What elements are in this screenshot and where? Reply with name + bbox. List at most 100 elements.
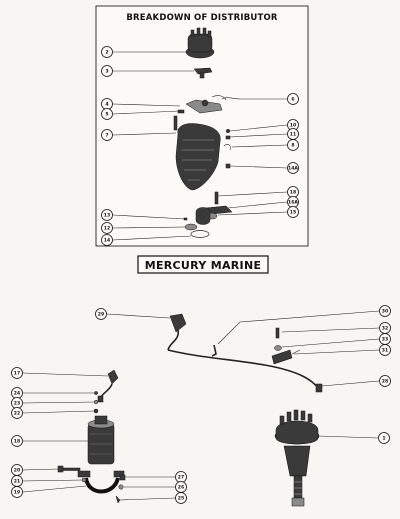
callout-circle (11, 435, 23, 447)
callout-label: 31 (382, 348, 388, 354)
callout-label: 17 (14, 371, 20, 377)
callout-label: 10 (290, 123, 296, 129)
callout-circle (379, 344, 391, 356)
tach-lead-part (211, 344, 217, 357)
callout-c18b: 18 (11, 435, 23, 447)
callout-circle (287, 162, 299, 174)
diagram-title: BREAKDOWN OF DISTRIBUTOR (126, 13, 278, 23)
primary-lead-part (97, 369, 119, 403)
callout-label: 22 (14, 411, 20, 417)
callout-c7: 7 (101, 129, 113, 141)
callout-c8: 8 (287, 139, 299, 151)
callout-c29: 29 (95, 308, 107, 320)
drive-shaft-part (183, 191, 233, 238)
callout-c13: 13 (101, 209, 113, 221)
callout-c30: 30 (379, 305, 391, 317)
breaker-points-part (177, 95, 227, 114)
callout-c17: 17 (11, 367, 23, 379)
callout-circle (101, 46, 113, 58)
callout-c16a: 16A (287, 196, 299, 208)
callout-c2: 2 (101, 46, 113, 58)
callout-circle (175, 492, 187, 504)
callout-label: 12 (104, 226, 110, 232)
callout-label: 27 (178, 475, 184, 481)
callout-label: 11 (290, 132, 296, 138)
callout-c5: 5 (101, 108, 113, 120)
rotor-part (193, 67, 213, 79)
resistor-parts (271, 327, 301, 365)
callout-label: 18 (14, 439, 20, 445)
callout-label: 8 (291, 143, 294, 149)
callout-label: 25 (178, 496, 184, 502)
callout-circle (378, 432, 390, 444)
callout-c18: 18 (287, 186, 299, 198)
callout-label: 2 (105, 50, 108, 56)
callout-c33: 33 (379, 333, 391, 345)
brand-label: MERCURY MARINE (145, 259, 262, 272)
callout-c22: 22 (11, 407, 23, 419)
coil-bracket-part (77, 470, 125, 494)
callout-label: 28 (382, 379, 388, 385)
callout-circle (101, 108, 113, 120)
distributor-assembly-part (274, 409, 320, 507)
callout-label: 3 (105, 69, 108, 75)
callout-c31: 31 (379, 344, 391, 356)
callout-c15: 15 (287, 206, 299, 218)
callout-circle (101, 234, 113, 246)
callout-label: 14 (104, 238, 110, 244)
ignition-coil-part (87, 415, 115, 465)
callout-label: 23 (14, 401, 20, 407)
callout-c19: 19 (11, 486, 23, 498)
leader-lines-lower (22, 310, 380, 501)
callout-label: 5 (105, 112, 108, 118)
callout-label: 30 (382, 309, 388, 315)
callout-c25: 25 (175, 492, 187, 504)
callout-label: 4 (105, 102, 108, 108)
callout-circle (101, 129, 113, 141)
coil-wire-part (167, 313, 323, 393)
callout-circle (11, 486, 23, 498)
callout-c1: 1 (378, 432, 390, 444)
callout-label: 32 (382, 326, 388, 332)
callout-circle (95, 308, 107, 320)
callout-c20: 20 (11, 464, 23, 476)
callout-circle (287, 93, 299, 105)
leader-lines-upper (112, 51, 288, 241)
bracket-nuts (115, 474, 126, 504)
callout-circle (287, 139, 299, 151)
callout-label: 19 (14, 490, 20, 496)
callout-label: 13 (104, 213, 110, 219)
callout-label: 29 (98, 312, 104, 318)
callout-label: 14A (288, 166, 298, 172)
distributor-cap-part (185, 27, 215, 59)
callout-label: 20 (14, 468, 20, 474)
callout-circle (101, 209, 113, 221)
callout-c27: 27 (175, 471, 187, 483)
callout-circle (287, 206, 299, 218)
callout-label: 1 (382, 436, 385, 442)
callout-c21b: 21 (11, 475, 23, 487)
callout-label: 24 (14, 391, 20, 397)
callout-label: 26 (178, 485, 184, 491)
callout-circle (101, 222, 113, 234)
callout-group: 2345761011814A1816A151312142930323331281… (11, 46, 391, 504)
callout-c14: 14 (101, 234, 113, 246)
callout-c32: 32 (379, 322, 391, 334)
coil-hardware (93, 391, 99, 414)
callout-circle (379, 305, 391, 317)
callout-label: 6 (291, 97, 294, 103)
callout-circle (101, 65, 113, 77)
callout-c26: 26 (175, 481, 187, 493)
brand-box (137, 255, 269, 274)
callout-label: 18 (290, 190, 296, 196)
small-parts-right (223, 128, 231, 169)
distributor-housing-part (173, 115, 221, 191)
callout-c12: 12 (101, 222, 113, 234)
callout-c3: 3 (101, 65, 113, 77)
callout-label: 7 (105, 133, 108, 139)
callout-label: 15 (290, 210, 296, 216)
callout-label: 33 (382, 337, 388, 343)
callout-label: 21 (14, 479, 20, 485)
callout-c24: 24 (11, 387, 23, 399)
